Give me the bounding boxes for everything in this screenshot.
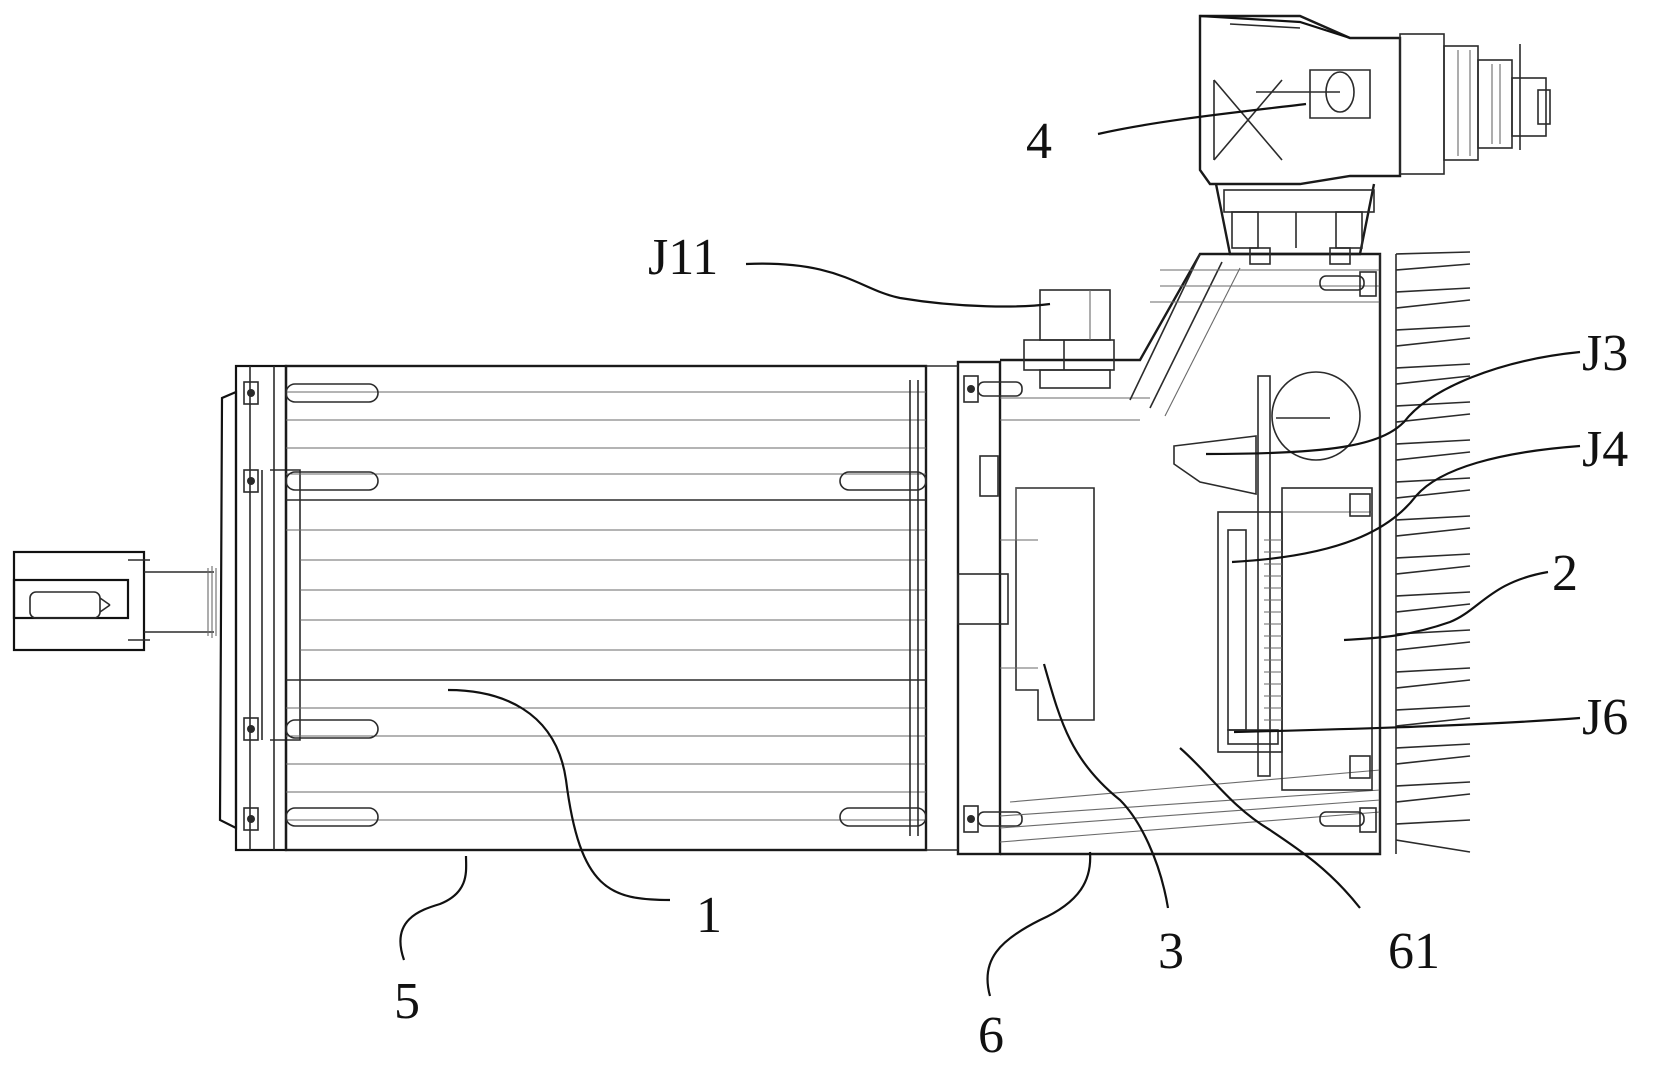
reference-labels: 4 J11 J3 J4 2 J6 1 5 6 3 61 xyxy=(394,113,1628,1064)
label-6: 6 xyxy=(978,1007,1004,1064)
leader-lines xyxy=(399,102,1581,997)
label-j4: J4 xyxy=(1582,421,1628,478)
leader-j4 xyxy=(1231,444,1581,564)
board-pin-array xyxy=(1264,539,1282,721)
label-1: 1 xyxy=(696,887,722,944)
label-j11: J11 xyxy=(648,229,718,286)
label-2: 2 xyxy=(1552,545,1578,602)
front-flange xyxy=(218,364,301,852)
heatsink xyxy=(1379,251,1471,854)
label-j3: J3 xyxy=(1582,325,1628,382)
leader-j3 xyxy=(1205,350,1581,456)
leader-5 xyxy=(399,855,468,961)
label-j6: J6 xyxy=(1582,689,1628,746)
label-3: 3 xyxy=(1158,923,1184,980)
leader-6 xyxy=(986,851,1092,997)
label-5: 5 xyxy=(394,973,420,1030)
circuit-board xyxy=(1173,371,1373,791)
top-connector xyxy=(1198,14,1551,265)
label-4: 4 xyxy=(1026,113,1052,170)
leader-3 xyxy=(1042,663,1170,909)
inner-module xyxy=(1000,487,1095,721)
j11-connector xyxy=(1023,289,1115,389)
leader-1 xyxy=(447,688,671,902)
leader-j6 xyxy=(1233,716,1581,734)
leader-61 xyxy=(1179,747,1361,909)
label-61: 61 xyxy=(1388,923,1440,980)
motor-body xyxy=(284,364,928,852)
leader-j11 xyxy=(745,262,1051,308)
leader-2 xyxy=(1343,570,1549,642)
controller-housing xyxy=(999,252,1382,856)
motor-shaft xyxy=(12,550,217,652)
rear-flange xyxy=(926,360,1023,856)
leader-4 xyxy=(1097,102,1307,136)
